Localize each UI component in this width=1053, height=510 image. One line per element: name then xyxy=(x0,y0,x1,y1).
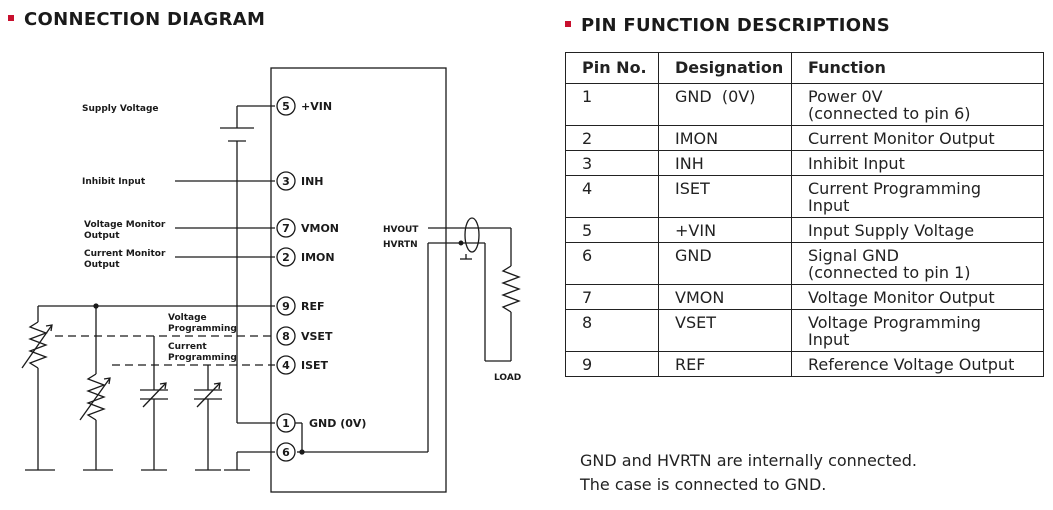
current-pot-resistor xyxy=(86,373,106,421)
pin-cell: 3 xyxy=(565,150,659,176)
pin-label: VMON xyxy=(301,222,339,235)
function-cell: Input Supply Voltage xyxy=(791,217,1044,243)
current-monitor-label: Output xyxy=(84,260,120,270)
table-row: 5 +VIN Input Supply Voltage xyxy=(565,217,1044,243)
voltage-programming-label: Voltage xyxy=(168,313,207,323)
hvrtn-label: HVRTN xyxy=(383,240,418,250)
table-row: 1 GND (0V) Power 0V (connected to pin 6) xyxy=(565,83,1044,126)
hvout-label: HVOUT xyxy=(383,225,419,235)
pin-4-circle xyxy=(276,355,296,375)
pin-number: 7 xyxy=(282,222,290,235)
table-row: 8 VSET Voltage Programming Input xyxy=(565,309,1044,352)
column-header: Pin No. xyxy=(565,52,659,84)
pin-cell: 2 xyxy=(565,125,659,151)
current-programming-label: Current xyxy=(168,342,207,352)
pin-cell: 6 xyxy=(565,242,659,285)
connection-diagram-heading: CONNECTION DIAGRAM xyxy=(8,9,265,30)
pin-5-circle xyxy=(276,96,296,116)
column-header: Function xyxy=(791,52,1044,84)
pin-8-circle xyxy=(276,326,296,346)
pin-number: 8 xyxy=(282,330,290,343)
pin-7-circle xyxy=(276,218,296,238)
pin-number: 2 xyxy=(282,251,290,264)
designation-cell: GND xyxy=(658,242,792,285)
designation-cell: ISET xyxy=(658,175,792,218)
note-line: GND and HVRTN are internally connected. xyxy=(580,451,917,470)
designation-cell: GND (0V) xyxy=(658,83,792,126)
designation-cell: +VIN xyxy=(658,217,792,243)
pin-number: 9 xyxy=(282,300,290,313)
pin-function-table: Pin No. Designation Function 1 GND (0V) … xyxy=(565,52,1044,377)
table-header-row: Pin No. Designation Function xyxy=(565,52,1044,84)
pin-number: 3 xyxy=(282,175,290,188)
pin-cell: 5 xyxy=(565,217,659,243)
table-row: 7 VMON Voltage Monitor Output xyxy=(565,284,1044,310)
pin-label: GND (0V) xyxy=(309,417,366,430)
table-row: 6 GND Signal GND (connected to pin 1) xyxy=(565,242,1044,285)
pin-cell: 1 xyxy=(565,83,659,126)
pin-label: ISET xyxy=(301,359,329,372)
function-cell: Current Programming Input xyxy=(791,175,1044,218)
pin-functions-heading-text: PIN FUNCTION DESCRIPTIONS xyxy=(581,15,890,36)
coax-shield xyxy=(464,217,480,253)
pin-number: 5 xyxy=(282,100,290,113)
pin-number: 1 xyxy=(282,417,290,430)
function-cell: Voltage Monitor Output xyxy=(791,284,1044,310)
heading-bullet-icon xyxy=(565,21,571,27)
pin-label: IMON xyxy=(301,251,335,264)
pin-functions-heading: PIN FUNCTION DESCRIPTIONS xyxy=(565,15,890,36)
pin-label: VSET xyxy=(301,330,333,343)
pin-9-circle xyxy=(276,296,296,316)
pin-3-circle xyxy=(276,171,296,191)
supply-voltage-label: Supply Voltage xyxy=(82,104,159,114)
pin-label: REF xyxy=(301,300,325,313)
connection-diagram-heading-text: CONNECTION DIAGRAM xyxy=(24,9,266,30)
column-header: Designation xyxy=(658,52,792,84)
table-row: 9 REF Reference Voltage Output xyxy=(565,351,1044,377)
pin-label: INH xyxy=(301,175,324,188)
load-label: LOAD xyxy=(494,373,521,383)
designation-cell: IMON xyxy=(658,125,792,151)
pin-cell: 8 xyxy=(565,309,659,352)
pin-cell: 7 xyxy=(565,284,659,310)
pin-number: 4 xyxy=(282,359,290,372)
pin-2-circle xyxy=(276,247,296,267)
table-row: 3 INH Inhibit Input xyxy=(565,150,1044,176)
voltage-pot-resistor xyxy=(28,321,48,369)
function-cell: Voltage Programming Input xyxy=(791,309,1044,352)
voltage-monitor-label: Voltage Monitor xyxy=(84,220,166,230)
function-cell: Current Monitor Output xyxy=(791,125,1044,151)
pin-cell: 9 xyxy=(565,351,659,377)
module-outline xyxy=(270,67,447,493)
load-resistor xyxy=(501,265,521,313)
table-row: 4 ISET Current Programming Input xyxy=(565,175,1044,218)
function-cell: Signal GND (connected to pin 1) xyxy=(791,242,1044,285)
pin-number: 6 xyxy=(282,446,290,459)
pin-label: +VIN xyxy=(301,100,332,113)
function-cell: Power 0V (connected to pin 6) xyxy=(791,83,1044,126)
designation-cell: VMON xyxy=(658,284,792,310)
function-cell: Inhibit Input xyxy=(791,150,1044,176)
connection-diagram: 5 3 7 2 9 8 4 1 6 +VIN INH VMON IMON REF… xyxy=(21,67,521,493)
note-line: The case is connected to GND. xyxy=(580,475,827,494)
heading-bullet-icon xyxy=(8,15,14,21)
voltage-monitor-label: Output xyxy=(84,231,120,241)
inhibit-input-label: Inhibit Input xyxy=(82,177,146,187)
designation-cell: VSET xyxy=(658,309,792,352)
pin-notes: GND and HVRTN are internally connected. … xyxy=(580,449,917,497)
current-programming-label: Programming xyxy=(168,353,237,363)
current-monitor-label: Current Monitor xyxy=(84,249,166,259)
table-row: 2 IMON Current Monitor Output xyxy=(565,125,1044,151)
pin-cell: 4 xyxy=(565,175,659,218)
function-cell: Reference Voltage Output xyxy=(791,351,1044,377)
voltage-programming-label: Programming xyxy=(168,324,237,334)
designation-cell: REF xyxy=(658,351,792,377)
pin-6-circle xyxy=(276,442,296,462)
designation-cell: INH xyxy=(658,150,792,176)
